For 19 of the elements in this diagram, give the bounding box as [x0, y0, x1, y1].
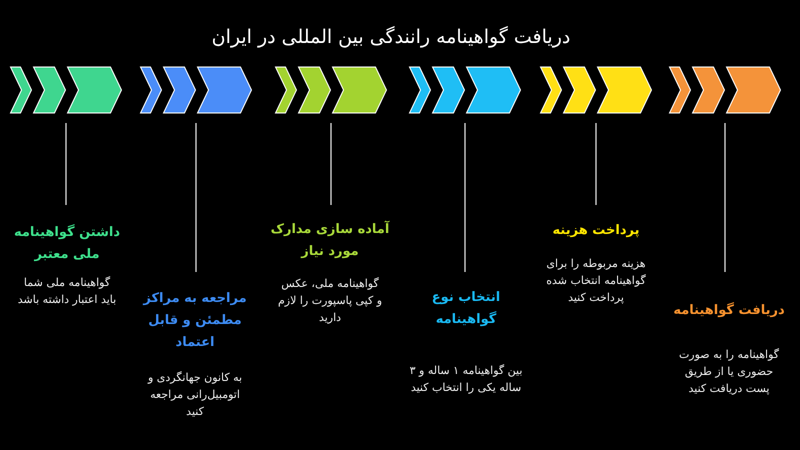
title: دریافت گواهینامه رانندگی بین المللی در ایران — [212, 25, 570, 49]
connector-line — [195, 123, 197, 272]
connector-line — [464, 123, 466, 272]
step-description: گواهینامه ملی، عکس و کپی پاسپورت را لازم دارید — [278, 276, 382, 326]
step-title: دریافت گواهینامه — [672, 301, 786, 320]
step-description: به کانون جهانگردی و اتومبیل‌رانی مراجعه کنید — [146, 370, 244, 420]
step-title: پرداخت هزینه — [552, 222, 640, 240]
step-title: آماده سازی مدارک مورد نیاز — [270, 220, 391, 261]
step-description: هزینه مربوطه را برای گواهینامه انتخاب شده پرداخت کنید — [545, 256, 647, 306]
connector-line — [65, 123, 67, 205]
connector-line — [595, 123, 597, 205]
step-title: انتخاب نوع گواهینامه — [430, 289, 502, 329]
step-description: گواهینامه ملی شما باید اعتبار داشته باشد — [16, 274, 118, 308]
step-description: بین گواهینامه ۱ ساله و ۳ ساله یکی را انتخاب کنید — [408, 362, 524, 396]
connector-line — [330, 123, 332, 205]
connector-line — [724, 123, 726, 272]
step-description: گواهینامه را به صورت حضوری یا از طریق پست دریافت کنید — [678, 346, 780, 396]
step-title: مراجعه به مراکز مطمئن و قابل اعتماد — [142, 290, 248, 352]
step-title: داشتن گواهینامه ملی معتبر — [12, 223, 122, 264]
